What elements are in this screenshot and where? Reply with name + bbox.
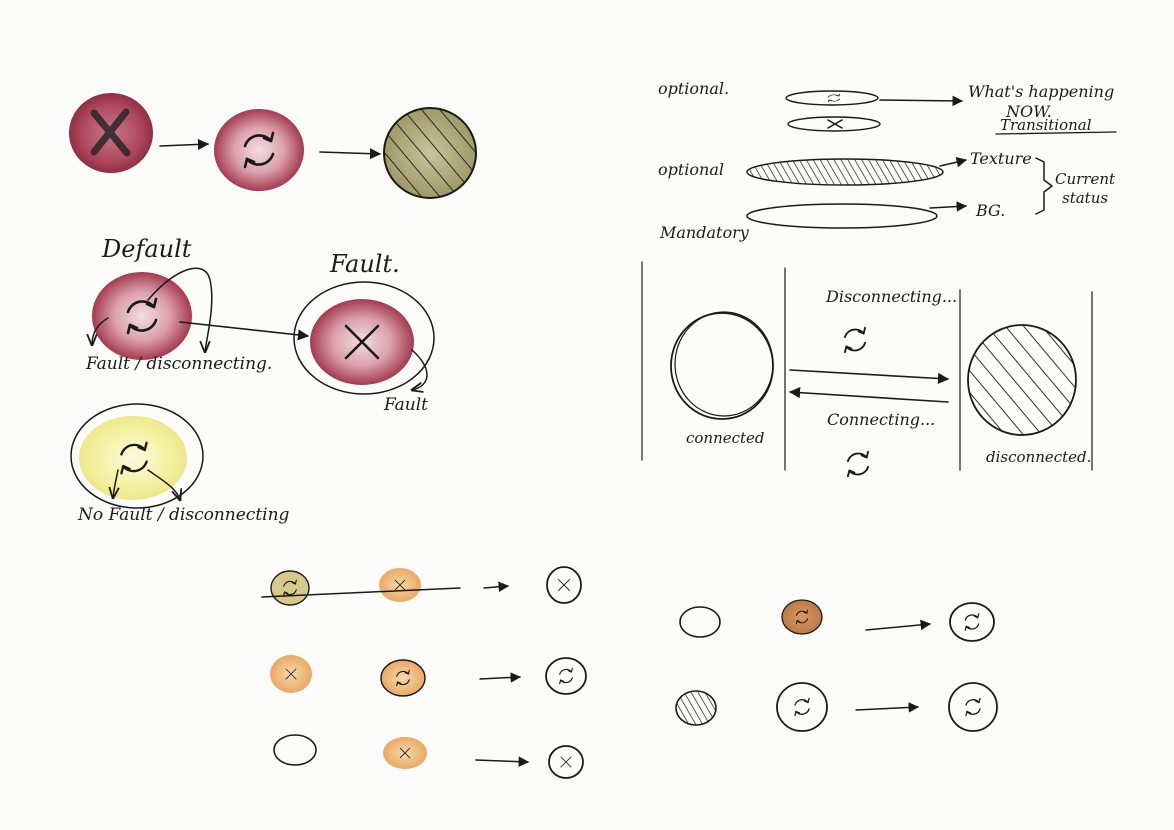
status-label: status xyxy=(1062,189,1108,207)
cross-icon xyxy=(560,756,572,768)
arrow xyxy=(412,349,428,390)
small-icon-grid-left xyxy=(261,566,587,779)
disconnected-label: disconnected. xyxy=(986,448,1091,466)
arrow xyxy=(319,148,382,160)
no-fault-state-icon xyxy=(70,403,204,509)
arrow-to-disconnected xyxy=(789,369,950,385)
arrow xyxy=(147,267,213,352)
arrow xyxy=(92,317,109,345)
now-label: NOW. xyxy=(1005,102,1052,121)
arrow xyxy=(929,201,968,212)
transitional-circle xyxy=(214,109,304,191)
arrow xyxy=(147,469,180,500)
rotate-arrows-icon xyxy=(964,613,980,631)
arrow xyxy=(865,619,932,631)
rotate-arrows-icon xyxy=(843,326,867,354)
rotate-arrows-icon xyxy=(965,697,981,717)
fault-disconnecting-label: Fault / disconnecting. xyxy=(85,354,272,374)
disconnected-hatched-circle xyxy=(967,324,1077,436)
cross-icon xyxy=(557,578,571,592)
arrow xyxy=(879,95,964,107)
strike-line xyxy=(261,587,461,598)
arrow xyxy=(475,756,530,767)
brace xyxy=(1035,157,1053,215)
small-icon-grid-right xyxy=(675,599,998,732)
transitional-label: Transitional xyxy=(1000,116,1092,134)
arrow xyxy=(855,702,920,713)
icon-anatomy-legend: optional. What's happening NOW. Transiti… xyxy=(658,79,1117,242)
optional-label-2: optional xyxy=(658,160,724,179)
rotate-arrows-icon xyxy=(846,450,870,478)
bg-label: BG. xyxy=(975,201,1005,220)
default-label: Default xyxy=(101,235,192,263)
connection-state-diagram: connected disconnected. Disconnecting...… xyxy=(641,261,1093,478)
mandatory-label: Mandatory xyxy=(659,223,750,242)
underline xyxy=(995,131,1117,135)
arrow xyxy=(479,672,522,683)
rotate-arrows-icon xyxy=(794,697,810,717)
default-state-icon xyxy=(92,267,213,360)
cross-icon xyxy=(90,108,131,157)
optional-label-1: optional. xyxy=(658,79,729,98)
fault-to-disconnected-sequence xyxy=(69,93,477,199)
cross-icon xyxy=(827,119,843,129)
arrow xyxy=(113,469,118,498)
disconnecting-label: Disconnecting... xyxy=(825,287,957,306)
rotate-arrows-icon xyxy=(559,667,573,685)
fault-label: Fault. xyxy=(329,250,400,278)
rotate-arrows-icon xyxy=(827,93,841,103)
connecting-label: Connecting... xyxy=(827,410,935,429)
arrow xyxy=(179,321,310,341)
arrow xyxy=(159,138,210,151)
fault-state-icon xyxy=(293,281,435,395)
whats-happening-label: What's happening xyxy=(968,82,1114,101)
disconnected-circle xyxy=(383,107,477,199)
connected-label: connected xyxy=(686,429,765,447)
arrow-to-connected xyxy=(788,387,949,403)
texture-label: Texture xyxy=(970,149,1032,168)
fault-circle xyxy=(69,93,153,173)
current-label: Current xyxy=(1055,170,1116,188)
arrow xyxy=(483,581,510,593)
connected-circle xyxy=(670,311,774,420)
fault-small-label: Fault xyxy=(383,395,428,415)
no-fault-label: No Fault / disconnecting xyxy=(77,505,290,525)
arrow xyxy=(939,157,968,168)
